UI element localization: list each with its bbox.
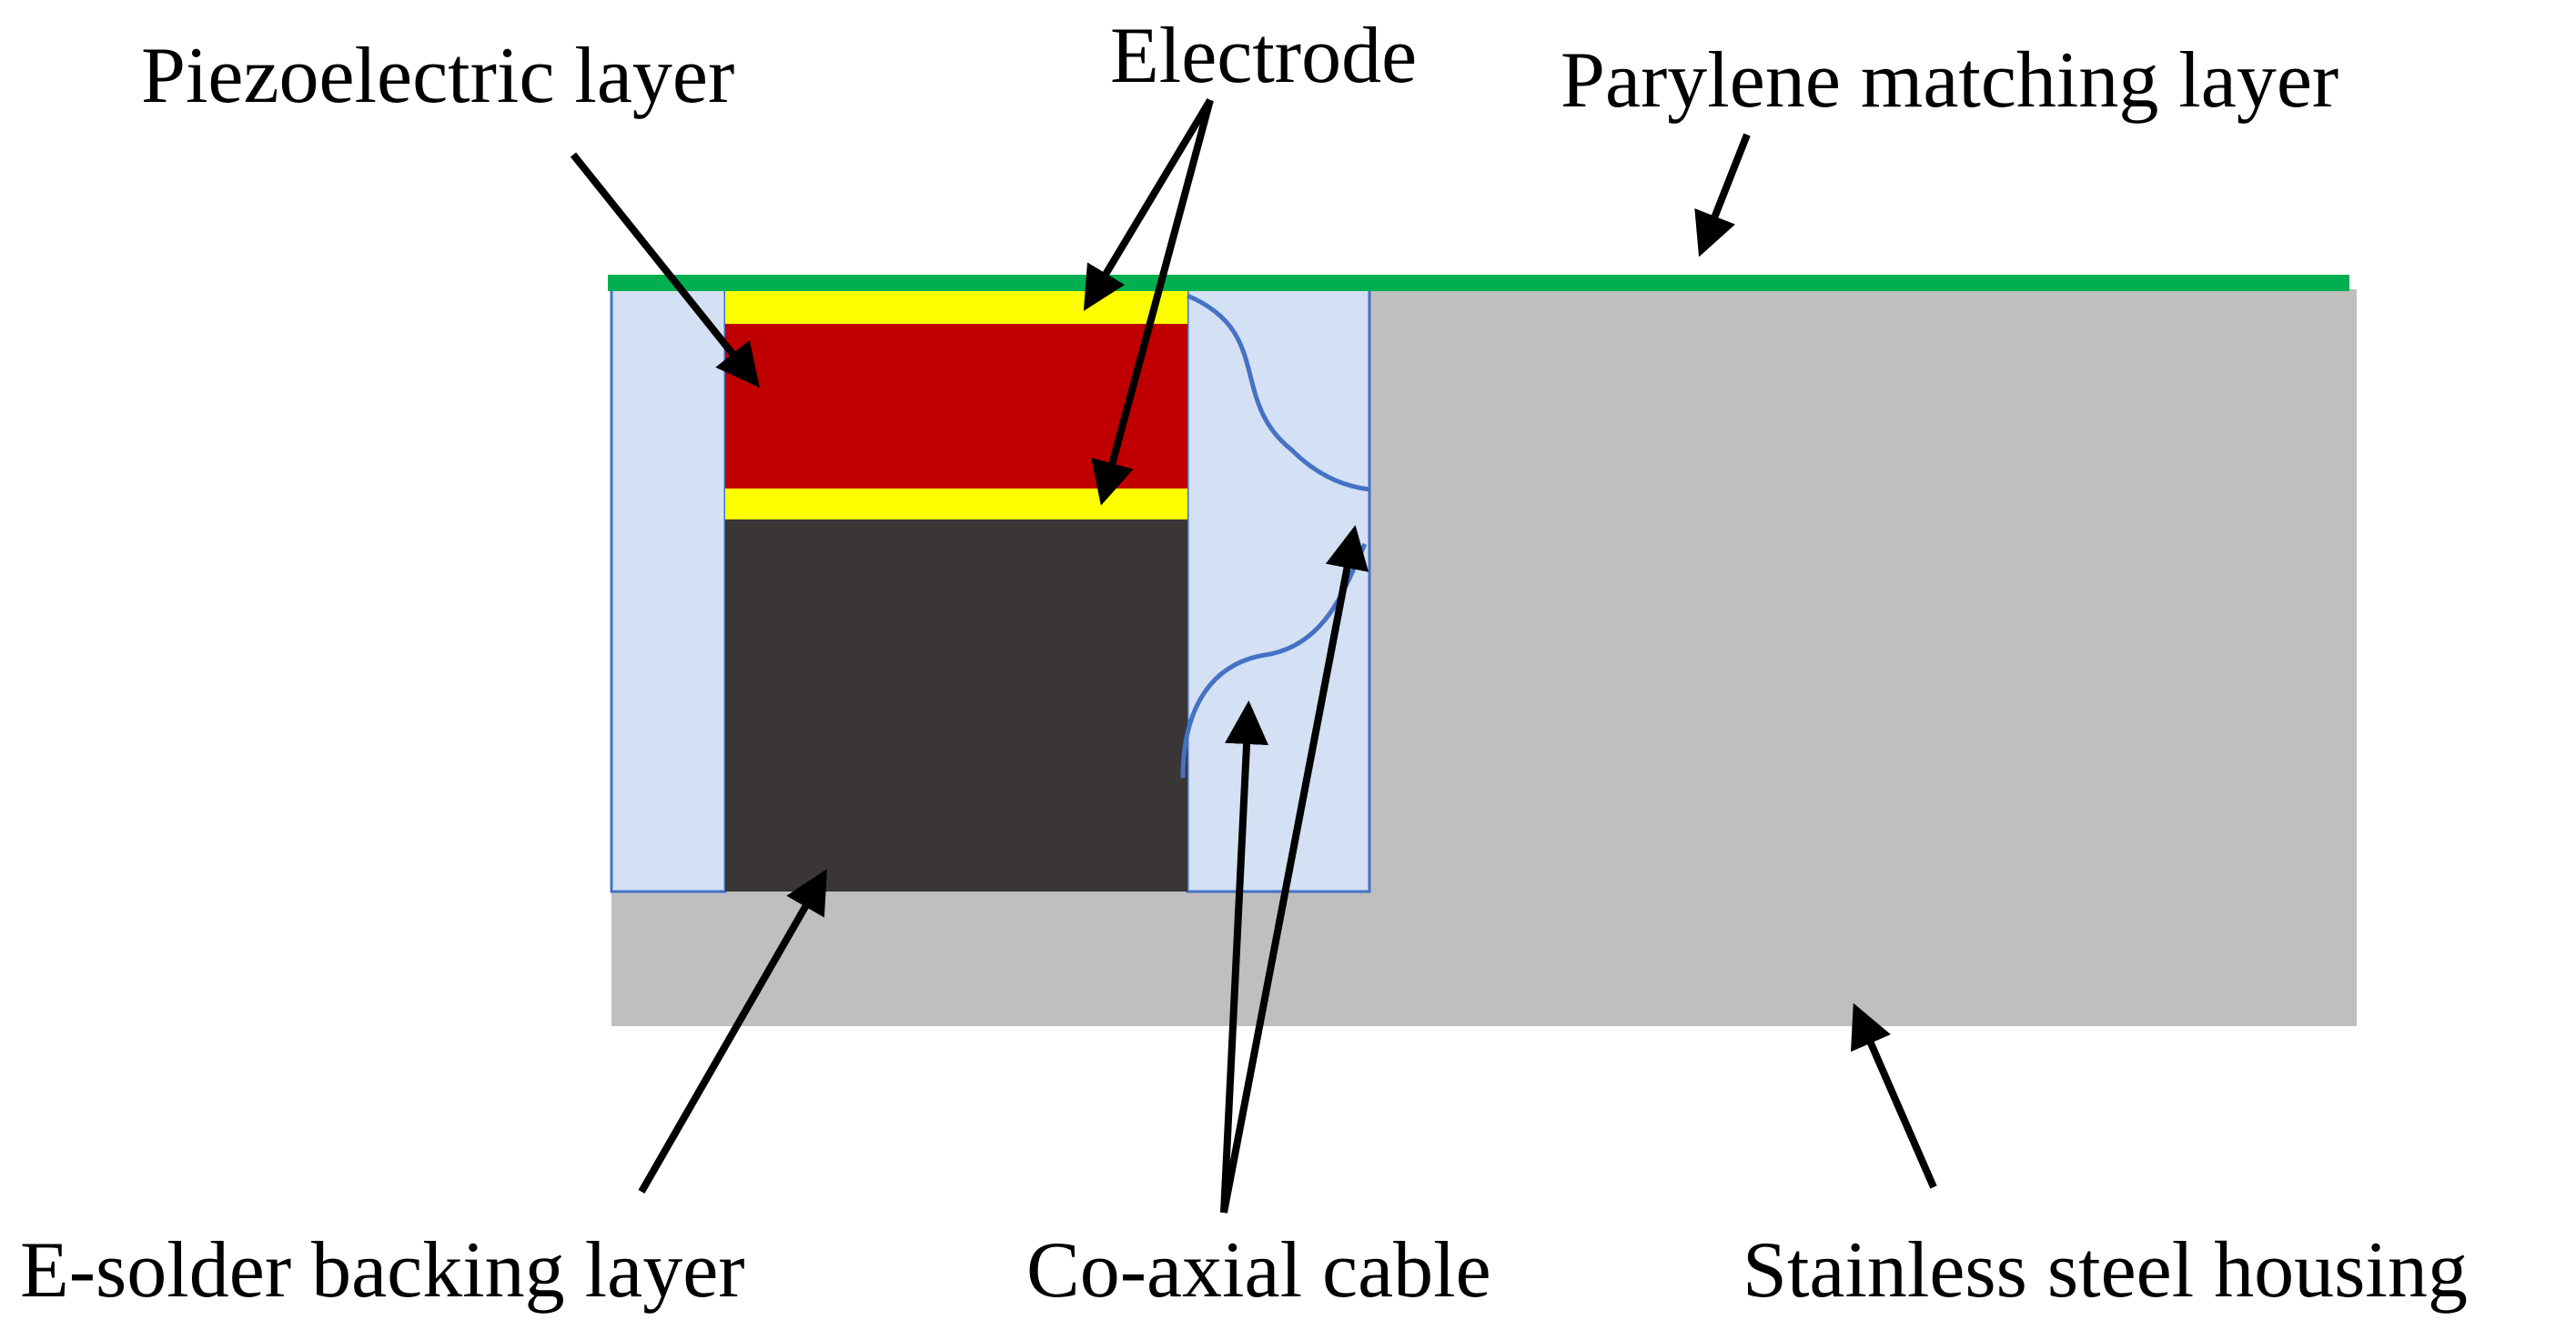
housing-bottom-plate [611,892,2357,1026]
label-parylene-matching-layer: Parylene matching layer [1561,36,2339,125]
piezoelectric-layer [725,324,1187,489]
label-e-solder-backing-layer: E-solder backing layer [20,1226,745,1315]
label-electrode: Electrode [1110,12,1417,100]
epoxy-fill-left [610,287,727,893]
arrow-piezoelectric [570,152,760,388]
arrow-cable-left [1220,700,1269,1214]
housing-right-block [1369,289,2357,892]
arrow-parylene [1694,133,1751,257]
label-piezoelectric-layer: Piezoelectric layer [141,32,734,120]
arrow-cable-right [1220,525,1369,1214]
parylene-matching-layer [608,275,2349,291]
arrow-electrode-top [1083,97,1214,311]
label-stainless-steel-housing: Stainless steel housing [1743,1226,2468,1315]
arrow-housing [1850,1003,1937,1189]
backing-layer [725,519,1187,892]
arrows [570,97,1937,1214]
label-co-axial-cable: Co-axial cable [1026,1226,1491,1315]
epoxy-fill-right [1186,287,1371,893]
arrow-electrode-bottom [1091,98,1214,506]
electrode-bottom [725,489,1187,519]
co-axial-cable-wire-upper [1187,293,1370,492]
electrode-top [725,289,1187,324]
arrow-backing [638,869,827,1194]
